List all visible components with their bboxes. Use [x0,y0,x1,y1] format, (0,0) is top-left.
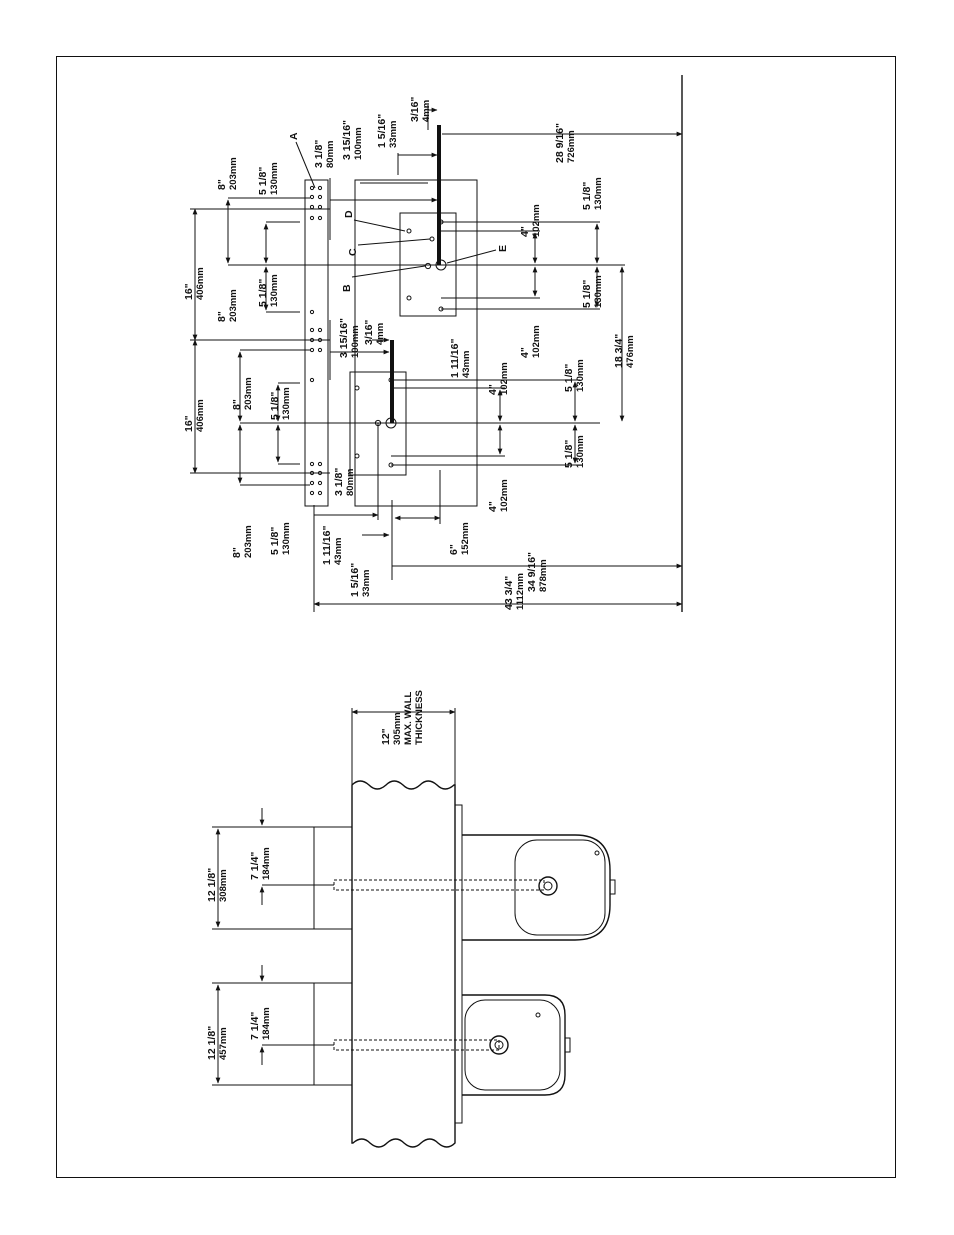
side-view [212,708,616,1148]
label-lower-offset-mm: 184mm [261,1007,272,1040]
label-43-3-4-mm: 1112mm [515,573,526,610]
label-5-1-8-mm-e: 130mm [593,177,604,210]
label-43-3-4-in: 43 3/4" [503,576,515,610]
label-5-1-8-in-f: 5 1/8" [581,280,593,308]
label-8-mm-c: 203mm [243,377,254,410]
label-5-1-8-mm-c: 130mm [281,387,292,420]
label-16-in-upper: 16" [183,283,195,300]
side-labels: 12" 305mm MAX. WALL THICKNESS 12 1/8" 30… [206,690,425,1060]
label-28-9-16-in: 28 9/16" [554,123,566,163]
label-3-1-8-mm-b: 80mm [345,469,356,496]
label-4-in-a: 4" [519,226,531,237]
label-1-5-16-mm-b: 33mm [361,570,372,597]
label-5-1-8-in-e: 5 1/8" [581,182,593,210]
label-8-in-a: 8" [216,179,228,190]
label-5-1-8-mm-f: 130mm [593,275,604,308]
label-upper-height-mm: 308mm [218,869,229,902]
lower-fountain [462,994,566,1096]
label-6-in: 6" [448,544,460,555]
label-16-mm-lower: 406mm [195,399,206,432]
callout-b: B [341,284,353,292]
label-5-1-8-mm-g: 130mm [575,359,586,392]
label-upper-offset-in: 7 1/4" [249,852,261,880]
label-3-1-8-mm-a: 80mm [325,141,336,168]
label-8-mm-b: 203mm [228,289,239,322]
label-5-1-8-mm-b: 130mm [269,274,280,307]
label-1-11-16-in-b: 1 11/16" [321,526,333,565]
plan-labels: 43 3/4" 1112mm 34 9/16" 878mm 28 9/16" 7… [183,97,636,610]
plan-view [190,75,683,612]
label-1-11-16-mm-a: 43mm [461,351,472,378]
label-18-3-4-in: 18 3/4" [613,334,625,368]
label-34-9-16-in: 34 9/16" [526,552,538,592]
wall-section [351,780,456,1148]
callout-d: D [343,210,355,218]
upper-fountain [462,834,611,941]
label-4-in-b: 4" [519,347,531,358]
label-upper-offset-mm: 184mm [261,847,272,880]
label-5-1-8-in-b: 5 1/8" [257,279,269,307]
label-8-in-c: 8" [231,399,243,410]
label-5-1-8-in-g: 5 1/8" [563,364,575,392]
label-6-mm: 152mm [460,522,471,555]
label-3-16-mm-b: 4mm [375,323,386,345]
label-5-1-8-mm-d: 130mm [281,522,292,555]
label-4-mm-d: 102mm [499,479,510,512]
label-3-15-16-in-b: 3 15/16" [338,318,350,358]
label-8-in-b: 8" [216,311,228,322]
label-4-mm-c: 102mm [499,362,510,395]
label-8-mm-a: 203mm [228,157,239,190]
label-1-11-16-mm-b: 43mm [333,538,344,565]
label-3-16-mm-a: 4mm [421,100,432,122]
label-4-in-c: 4" [487,384,499,395]
label-5-1-8-in-c: 5 1/8" [269,392,281,420]
label-1-5-16-in-b: 1 5/16" [349,563,361,597]
label-3-15-16-mm-a: 100mm [353,127,364,160]
label-3-16-in-a: 3/16" [409,97,421,122]
label-5-1-8-mm-h: 130mm [575,435,586,468]
label-1-5-16-in-a: 1 5/16" [376,114,388,148]
label-upper-height-in: 12 1/8" [206,868,218,902]
label-lower-offset-in: 7 1/4" [249,1012,261,1040]
label-lower-height-mm: 457mm [218,1027,229,1060]
label-4-mm-b: 102mm [531,325,542,358]
drawing-frame [56,56,896,1178]
label-3-1-8-in-b: 3 1/8" [333,468,345,496]
callout-a: A [288,132,300,140]
label-34-9-16-mm: 878mm [538,559,549,592]
label-3-15-16-mm-b: 100mm [350,325,361,358]
label-5-1-8-in-d: 5 1/8" [269,527,281,555]
label-wall-in: 12" [380,728,392,745]
label-18-3-4-mm: 476mm [625,335,636,368]
mounting-plate [304,179,329,507]
label-lower-height-in: 12 1/8" [206,1026,218,1060]
label-8-in-d: 8" [231,547,243,558]
callout-e: E [497,245,509,252]
label-1-5-16-mm-a: 33mm [388,121,399,148]
label-28-9-16-mm: 726mm [566,130,577,163]
label-8-mm-d: 203mm [243,525,254,558]
label-4-mm-a: 102mm [531,204,542,237]
label-3-1-8-in-a: 3 1/8" [313,140,325,168]
label-5-1-8-mm-a: 130mm [269,162,280,195]
label-16-mm-upper: 406mm [195,267,206,300]
label-3-16-in-b: 3/16" [363,320,375,345]
label-3-15-16-in-a: 3 15/16" [341,120,353,160]
label-16-in-lower: 16" [183,415,195,432]
label-wall-note-2: THICKNESS [414,690,425,745]
callout-c: C [347,248,359,256]
label-4-in-d: 4" [487,501,499,512]
label-wall-note-1: MAX. WALL [403,692,414,745]
label-wall-mm: 305mm [392,712,403,745]
upper-cabinet-outline [354,179,478,507]
label-5-1-8-in-h: 5 1/8" [563,440,575,468]
label-5-1-8-in-a: 5 1/8" [257,167,269,195]
label-1-11-16-in-a: 1 11/16" [449,339,461,378]
